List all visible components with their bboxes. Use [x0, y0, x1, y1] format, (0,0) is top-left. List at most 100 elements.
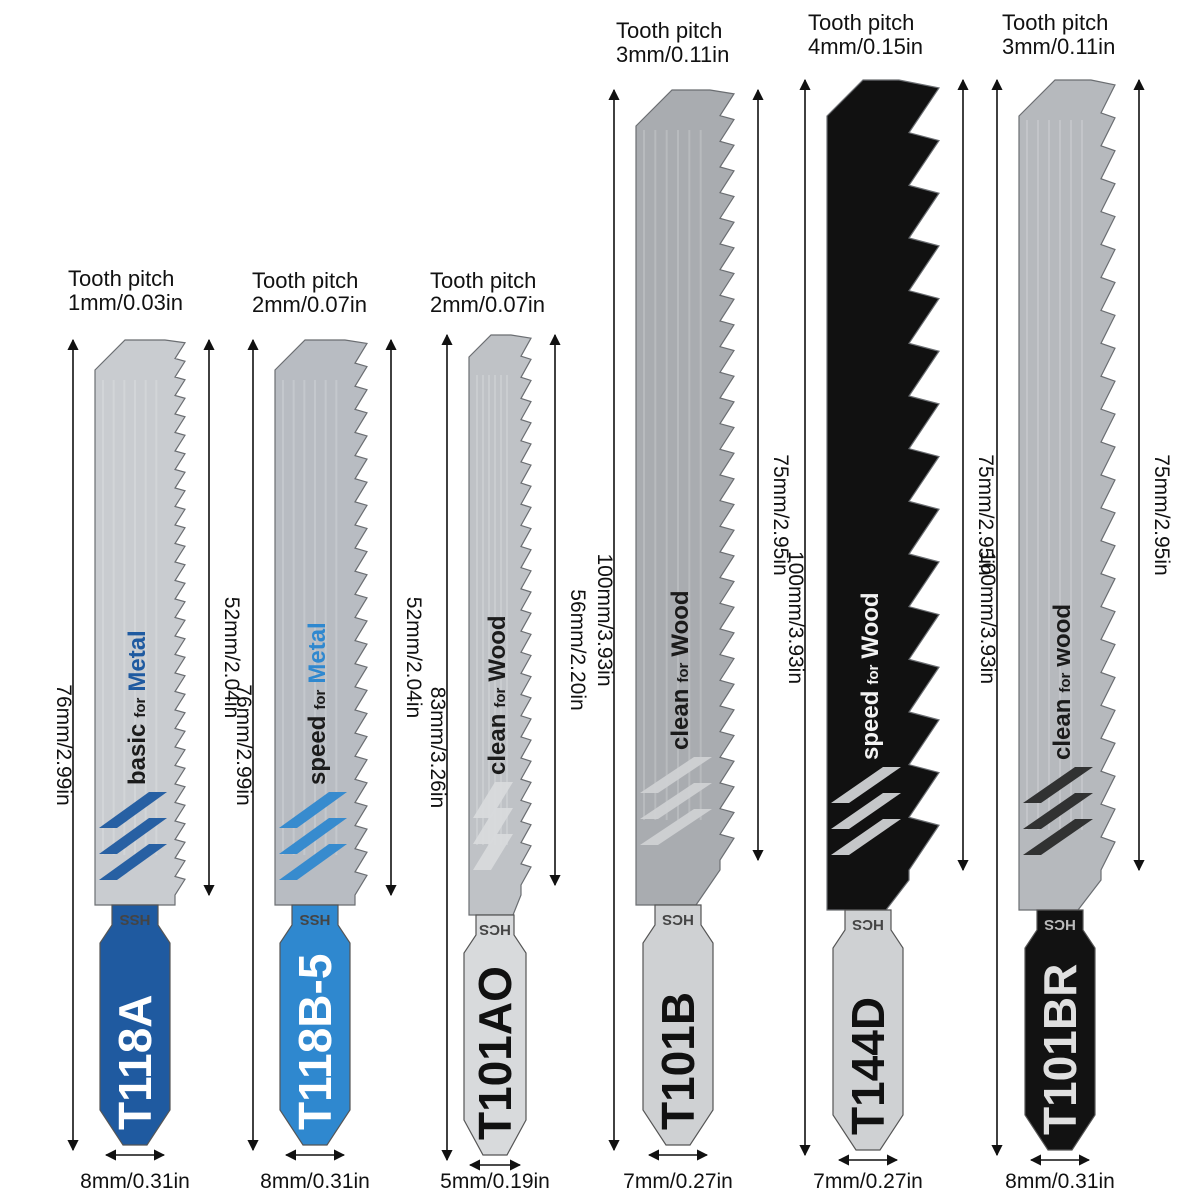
material-stamp: HCS: [1044, 916, 1076, 933]
tooth-pitch-label: Tooth pitch: [430, 268, 536, 293]
blade-code: T101B: [652, 992, 704, 1130]
blade-t144d: speedforWoodHCST144D100mm/3.93in75mm/2.9…: [784, 10, 997, 1193]
shank: [642, 904, 714, 1146]
brand-suffix: wood: [1049, 604, 1076, 668]
tooth-pitch-label: Tooth pitch: [1002, 10, 1108, 35]
brand-suffix: Metal: [304, 622, 331, 683]
blade-body: [274, 339, 368, 906]
brand-mid: for: [132, 697, 149, 717]
stripe-mark: [99, 844, 167, 880]
width-label: 7mm/0.27in: [813, 1170, 923, 1193]
brand-mid: for: [492, 687, 509, 707]
cutting-length-label: 75mm/2.95in: [1150, 454, 1173, 575]
shank: [832, 909, 904, 1151]
stripe-mark: [1023, 819, 1093, 855]
brand-prefix: basic: [124, 724, 151, 785]
brand-suffix: Wood: [484, 615, 511, 681]
blade-t101br: cleanforwoodHCST101BR100mm/3.93in75mm/2.…: [976, 10, 1173, 1193]
brand-prefix: clean: [667, 689, 694, 750]
tooth-pitch-value: 4mm/0.15in: [808, 34, 923, 59]
material-stamp: HSS: [120, 911, 151, 928]
brand-prefix: clean: [1049, 699, 1076, 760]
stripe-mark: [640, 783, 712, 819]
brand-prefix: speed: [857, 691, 884, 760]
total-length-label: 100mm/3.93in: [593, 553, 616, 686]
material-stamp: HCS: [479, 921, 511, 938]
stripe-mark: [1023, 767, 1093, 803]
stripe-mark: [831, 819, 901, 855]
brand-label: basic for Metal: [124, 630, 151, 785]
total-length-label: 76mm/2.99in: [232, 684, 255, 805]
tooth-pitch-label: Tooth pitch: [808, 10, 914, 35]
tooth-pitch-value: 3mm/0.11in: [616, 42, 729, 67]
blade-code: T118B-5: [289, 954, 341, 1130]
total-length-label: 100mm/3.93in: [976, 551, 999, 684]
brand-suffix: Wood: [667, 590, 694, 656]
blade-body: [1018, 79, 1116, 911]
stripe-mark: [99, 818, 167, 854]
shank: [99, 904, 171, 1146]
blade-code: T118A: [109, 994, 161, 1130]
blade-code: T101AO: [469, 966, 521, 1140]
stripe-mark: [279, 844, 347, 880]
material-stamp: HCS: [852, 916, 884, 933]
stripe-mark: [640, 809, 712, 845]
brand-label: clean for Wood: [484, 615, 511, 775]
stripe-mark: [279, 792, 347, 828]
stripe-mark: [1023, 793, 1093, 829]
stripe-mark: [473, 834, 513, 870]
shank: [1024, 909, 1096, 1151]
brand-prefix: speed: [304, 716, 331, 785]
stripe-mark: [279, 818, 347, 854]
brand-mid: for: [312, 689, 329, 709]
width-label: 8mm/0.31in: [80, 1170, 190, 1193]
total-length-label: 100mm/3.93in: [784, 551, 807, 684]
material-stamp: HCS: [662, 911, 694, 928]
cutting-length-label: 75mm/2.95in: [769, 454, 792, 575]
tooth-pitch-value: 2mm/0.07in: [430, 292, 545, 317]
total-length-label: 83mm/3.26in: [426, 687, 449, 808]
stripe-mark: [640, 757, 712, 793]
stripe-mark: [473, 782, 513, 818]
brand-prefix: clean: [484, 714, 511, 775]
blade-code: T101BR: [1034, 964, 1086, 1135]
brand-label: cleanforWood: [667, 590, 694, 750]
brand-label: speed for Metal: [304, 622, 331, 785]
width-label: 8mm/0.31in: [260, 1170, 370, 1193]
blade-body: [635, 89, 735, 906]
brand-mid: for: [865, 664, 882, 684]
blade-body: [826, 79, 940, 911]
blade-body: [468, 334, 532, 916]
cutting-length-label: 75mm/2.95in: [974, 454, 997, 575]
shank: [279, 904, 351, 1146]
brand-suffix: Wood: [857, 592, 884, 658]
width-label: 7mm/0.27in: [623, 1170, 733, 1193]
stripe-mark: [99, 792, 167, 828]
width-label: 8mm/0.31in: [1005, 1170, 1115, 1193]
width-label: 5mm/0.19in: [440, 1170, 550, 1193]
tooth-pitch-value: 2mm/0.07in: [252, 292, 367, 317]
stripe-mark: [473, 808, 513, 844]
blade-code: T144D: [842, 997, 894, 1135]
tooth-pitch-label: Tooth pitch: [252, 268, 358, 293]
brand-label: clean for wood: [1049, 604, 1076, 760]
cutting-length-label: 56mm/2.20in: [566, 589, 589, 710]
brand-suffix: Metal: [124, 630, 151, 691]
tooth-pitch-label: Tooth pitch: [616, 18, 722, 43]
stripe-mark: [831, 767, 901, 803]
cutting-length-label: 52mm/2.04in: [402, 597, 425, 718]
brand-label: speed for Wood: [857, 592, 884, 760]
tooth-pitch-label: Tooth pitch: [68, 266, 174, 291]
brand-mid: for: [1057, 672, 1074, 692]
total-length-label: 76mm/2.99in: [52, 684, 75, 805]
material-stamp: HSS: [300, 911, 331, 928]
tooth-pitch-value: 3mm/0.11in: [1002, 34, 1115, 59]
cutting-length-label: 52mm/2.04in: [220, 597, 243, 718]
shank: [463, 914, 527, 1156]
